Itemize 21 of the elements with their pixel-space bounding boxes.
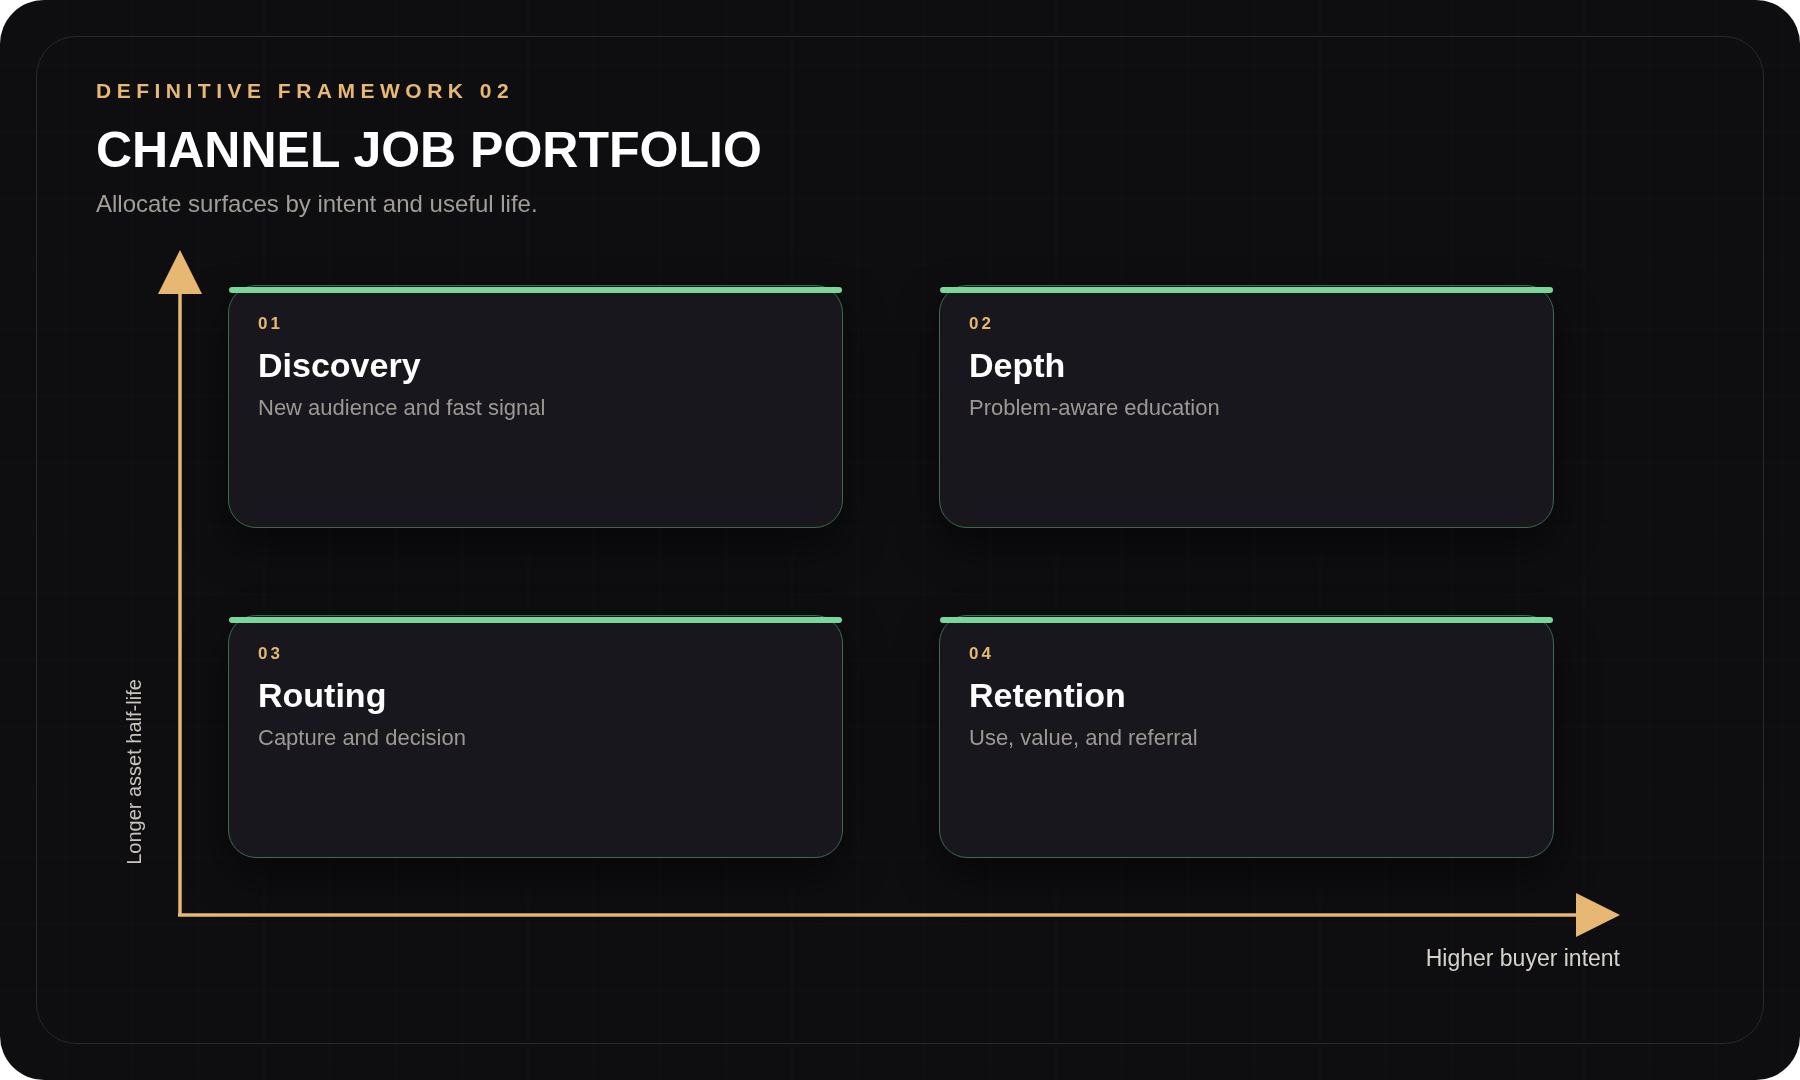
kicker-heading: DEFINITIVE FRAMEWORK 02 [96, 80, 515, 101]
y-axis-label: Longer asset half-life [124, 679, 144, 865]
card-title: Retention [969, 678, 1126, 712]
x-axis-label: Higher buyer intent [1425, 947, 1620, 970]
card-number: 02 [969, 315, 994, 332]
card-description: Use, value, and referral [969, 727, 1198, 749]
card-description: Problem-aware education [969, 397, 1220, 419]
quadrant-card [939, 615, 1554, 858]
card-number: 04 [969, 645, 994, 662]
card-description: New audience and fast signal [258, 397, 546, 419]
quadrant-card [939, 285, 1554, 528]
card-number: 01 [258, 315, 283, 332]
subtitle: Allocate surfaces by intent and useful life. [96, 192, 538, 216]
quadrant-card [228, 615, 843, 858]
card-title: Depth [969, 348, 1066, 382]
card-title: Discovery [258, 348, 421, 382]
card-number: 03 [258, 645, 283, 662]
title: CHANNEL JOB PORTFOLIO [96, 125, 762, 175]
card-title: Routing [258, 678, 387, 712]
quadrant-card [228, 285, 843, 528]
card-description: Capture and decision [258, 727, 466, 749]
